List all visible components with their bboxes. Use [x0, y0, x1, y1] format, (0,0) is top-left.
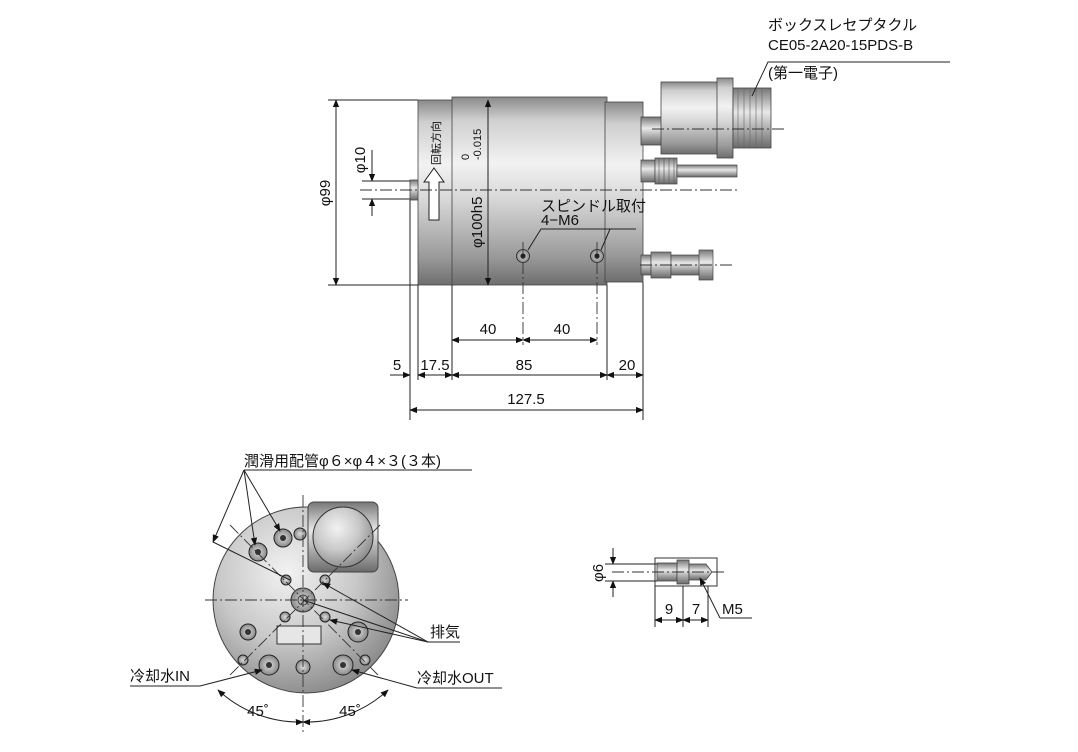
receptacle-thread-lines: [737, 88, 763, 148]
rear-body: [604, 101, 644, 283]
dim-5: 5: [393, 357, 401, 374]
dim-7: 7: [692, 601, 700, 618]
upper-fitting-thread: [658, 158, 675, 184]
port-7: [319, 611, 331, 623]
dim-17-5: 17.5: [420, 357, 449, 374]
port-10: [258, 654, 280, 676]
port-2: [273, 528, 293, 548]
port-14: [359, 654, 371, 666]
port-3: [293, 527, 307, 541]
port-6: [279, 611, 291, 623]
exhaust-label: 排気: [430, 624, 460, 641]
tol-upper: 0: [460, 154, 472, 160]
main-body: [451, 96, 608, 286]
receptacle-label-1: ボックスレセプタクル: [768, 17, 917, 34]
end-view: 潤滑用配管φ６×φ４×３(３本) 排気 冷却水IN 冷却水OUT 45˚ 45˚: [130, 453, 502, 735]
upper-fitting: [640, 159, 656, 183]
dim-99: φ99: [317, 180, 334, 206]
dim-40a: 40: [480, 321, 497, 338]
rotation-arrow: [423, 167, 445, 221]
side-view: φ99 φ10 φ100h5 0 -0.015 回転方向 スピンドル取付 4−M…: [317, 17, 950, 420]
receptacle-label-3: (第一電子): [768, 64, 838, 82]
port-8: [239, 623, 257, 641]
angle-right: 45˚: [339, 703, 361, 720]
receptacle-collar: [716, 77, 734, 159]
dim-9: 9: [665, 601, 673, 618]
receptacle-circle: [312, 506, 374, 568]
port-11: [332, 654, 354, 676]
dim-127-5: 127.5: [507, 391, 545, 408]
dim-20: 20: [619, 357, 636, 374]
receptacle-label-2: CE05-2A20-15PDS-B: [768, 37, 913, 54]
mount-label-2: 4−M6: [541, 212, 579, 229]
exhaust-slot: [276, 625, 322, 645]
port-13: [237, 654, 249, 666]
port-4: [280, 574, 292, 586]
angle-arc-right: [302, 689, 389, 726]
receptacle-neck: [640, 116, 664, 146]
thread-label: M5: [722, 601, 743, 618]
port-1: [248, 542, 268, 562]
coolant-out-label: 冷却水OUT: [417, 670, 494, 687]
mount-leader: [527, 228, 636, 251]
coolant-in-label: 冷却水IN: [130, 668, 190, 685]
fitting-detail: φ6 9 7 M5: [590, 548, 752, 627]
rotation-label: 回転方向: [429, 121, 443, 165]
dim-10: φ10: [352, 147, 369, 173]
receptacle-thread: [732, 87, 772, 149]
upper-hose: [676, 164, 738, 178]
mount-label-1: スピンドル取付: [541, 198, 646, 215]
receptacle-body: [660, 81, 720, 155]
dim-40b: 40: [554, 321, 571, 338]
lube-label: 潤滑用配管φ６×φ４×３(３本): [244, 453, 441, 470]
mount-hole-1: [516, 249, 530, 263]
angle-left: 45˚: [247, 703, 269, 720]
dim-100: φ100h5: [469, 197, 486, 248]
angle-arc-left: [217, 689, 304, 726]
dim-85: 85: [516, 357, 533, 374]
tol-lower: -0.015: [472, 129, 484, 160]
receptacle-leader: [751, 61, 950, 97]
dim-6: φ6: [590, 564, 607, 582]
